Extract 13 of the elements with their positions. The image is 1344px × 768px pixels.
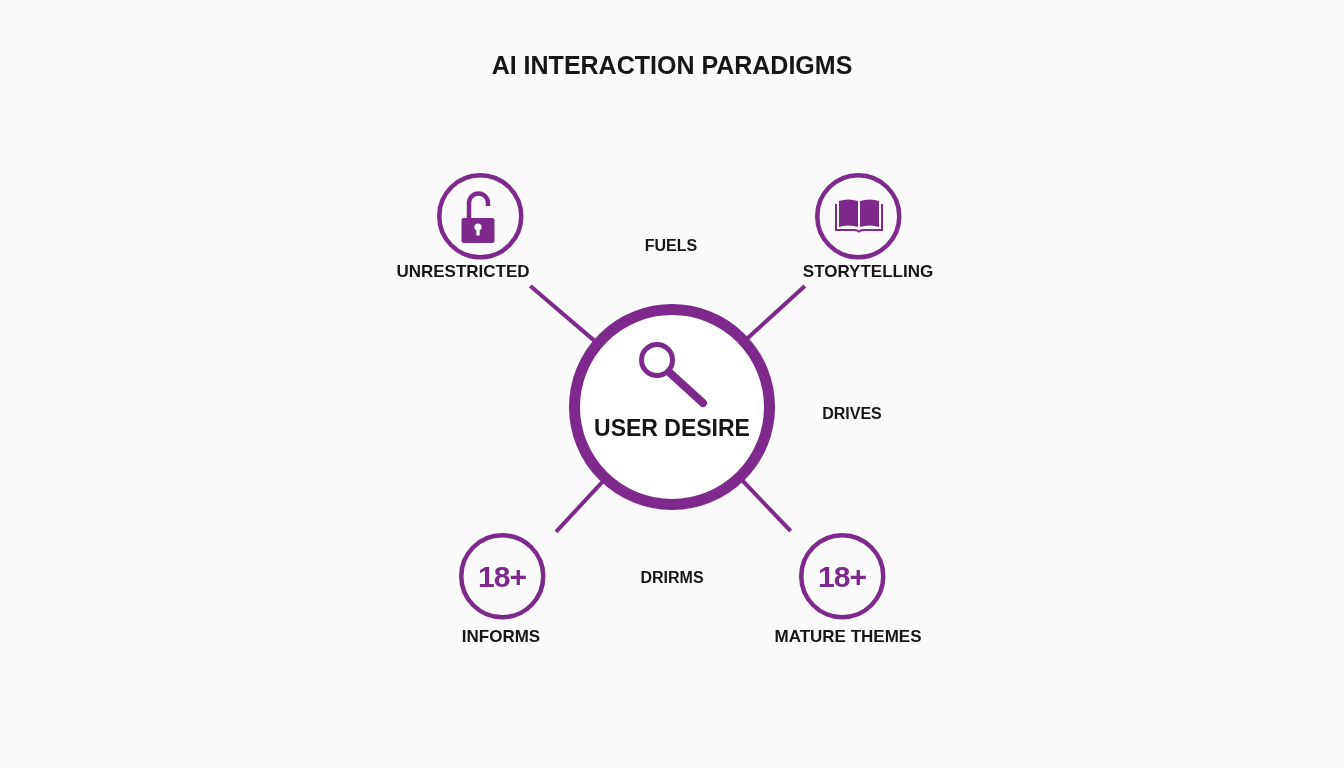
diagram-title: AI INTERACTION PARADIGMS xyxy=(491,50,853,80)
relation-label: DRIVES xyxy=(822,404,882,424)
node-label: UNRESTRICTED xyxy=(396,262,530,283)
node-label: INFORMS xyxy=(461,627,541,648)
age-rating-text: 18+ xyxy=(818,560,866,594)
connector-line xyxy=(739,477,793,533)
node-label: STORYTELLING xyxy=(802,262,934,283)
relation-label: FUELS xyxy=(644,236,698,256)
hub-label: USER DESIRE xyxy=(594,415,750,443)
node-label: MATURE THEMES xyxy=(774,627,922,648)
connector-line xyxy=(554,478,606,534)
relation-label: DRIRMS xyxy=(640,568,704,588)
age-rating-text: 18+ xyxy=(478,560,526,594)
